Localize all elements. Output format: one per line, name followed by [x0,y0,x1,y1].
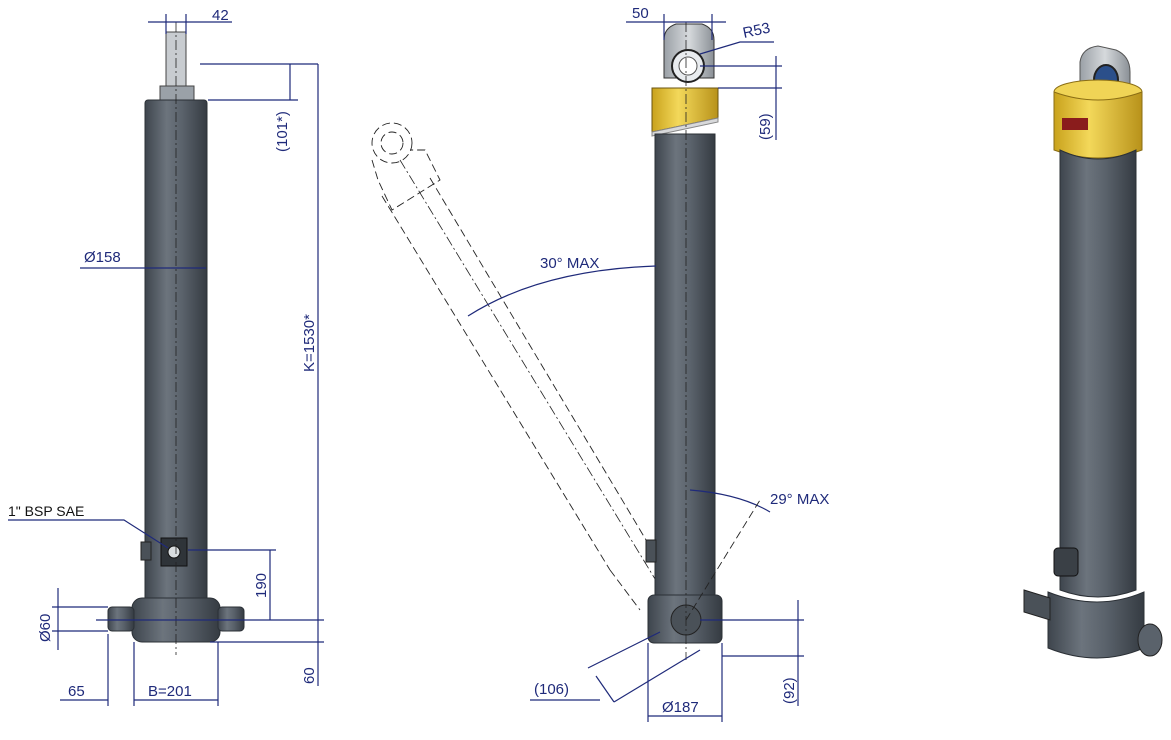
side-port [645,539,657,563]
dim-port-height: 190 [253,573,270,598]
port-block [160,537,188,567]
dim-eye-offset: (59) [757,113,774,140]
dim-rod-width: 42 [212,7,229,24]
3d-brand-mark [1062,118,1088,130]
3d-right-trunnion [1137,623,1163,657]
3d-port [1053,547,1079,577]
dim-eye-width: 50 [632,5,649,22]
dim-base-diameter: Ø187 [662,699,699,716]
tilted-outline [371,122,681,621]
dim-tilt-forward: 30° MAX [540,255,599,272]
dim-closed-length: K=1530* [301,314,318,372]
port-bracket [140,541,152,561]
dim-trunnion-offset: 65 [68,683,85,700]
dim-eye-radius: R53 [741,20,771,42]
side-view: 50 R53 (59) 30° MAX 29° MAX (106) Ø187 (… [371,5,829,722]
perspective-view [1023,45,1163,659]
front-view: 42 (101*) K=1530* Ø158 1" BSP SAE 190 60… [8,7,324,706]
eye-bushing [678,56,698,76]
port-hole [167,545,181,559]
dim-outer-diameter: Ø158 [84,249,121,266]
3d-left-trunnion [1023,589,1051,621]
dim-tilt-back: 29° MAX [770,491,829,508]
left-trunnion [107,606,135,632]
dim-base-width: B=201 [148,683,192,700]
side-barrel [654,133,716,600]
rod-nut [159,85,195,101]
dim-base-offset: (92) [781,677,798,704]
port-label: 1" BSP SAE [8,503,84,519]
3d-barrel [1059,149,1137,598]
dim-trunnion-diameter: Ø60 [37,614,54,642]
collar-band [651,117,719,137]
dim-bottom-offset: 60 [301,667,318,684]
dim-pivot-offset: (106) [534,681,569,698]
right-trunnion [217,606,245,632]
dim-stroke-reserve: (101*) [274,111,291,152]
3d-base [1047,591,1145,659]
